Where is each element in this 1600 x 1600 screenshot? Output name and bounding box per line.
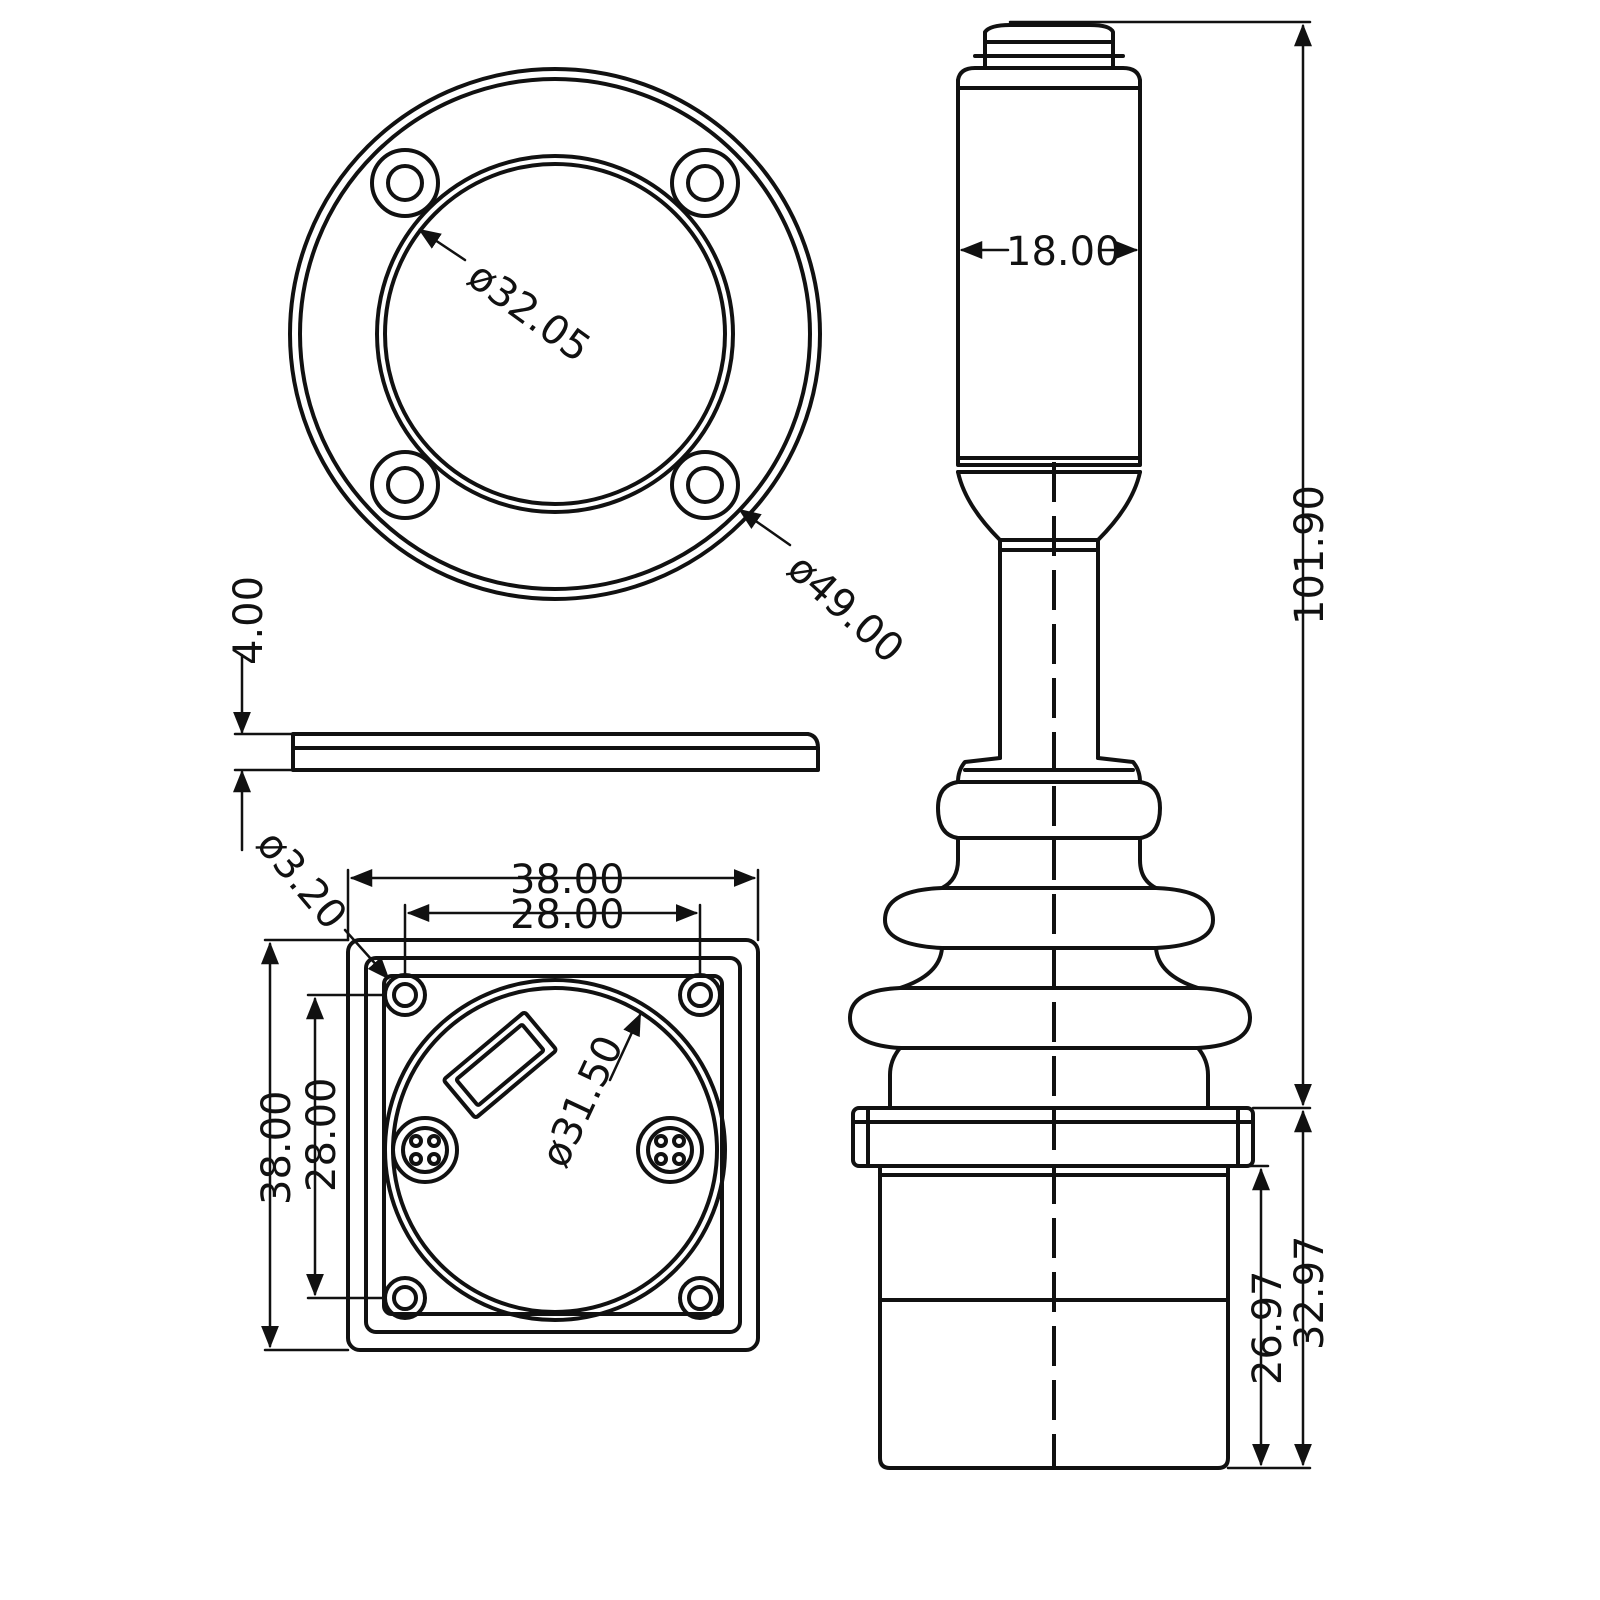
dim-flange-outer-dia: ø49.00 xyxy=(778,545,912,672)
dim-flange-inner-dia: ø32.05 xyxy=(459,253,598,372)
screw-head xyxy=(391,1116,459,1184)
dim-base-height-outer: 38.00 xyxy=(254,1090,300,1205)
dim-base-height-inner: 28.00 xyxy=(299,1077,345,1192)
dim-handle-width: 18.00 xyxy=(1006,229,1121,275)
plate-side-view: 4.00 xyxy=(226,576,820,852)
base-mounting-hole xyxy=(678,1276,722,1320)
flange-mounting-hole xyxy=(370,148,440,218)
dim-base-circle-dia: ø31.50 xyxy=(532,1029,632,1174)
flange-mounting-hole xyxy=(370,450,440,520)
dim-body-height-lower: 26.97 xyxy=(1245,1270,1291,1385)
screw-head xyxy=(636,1116,704,1184)
dim-total-height: 101.90 xyxy=(1287,485,1333,625)
flange-top-view: ø32.05 ø49.00 xyxy=(288,67,912,672)
joystick-side-view: 18.00 101.90 26.97 32.97 xyxy=(848,20,1333,1470)
dim-base-width-outer: 38.00 xyxy=(510,857,625,903)
base-mounting-hole xyxy=(678,973,722,1017)
dim-body-height-upper: 32.97 xyxy=(1287,1235,1333,1350)
connector-slot xyxy=(442,1011,558,1119)
flange-mounting-hole xyxy=(670,148,740,218)
dim-base-width-inner: 28.00 xyxy=(510,892,625,938)
flange-mounting-hole xyxy=(670,450,740,520)
dim-hole-dia: ø3.20 xyxy=(247,822,355,939)
base-bottom-view: 38.00 28.00 38.00 28.00 ø3.20 ø31.50 xyxy=(247,822,760,1352)
dim-plate-thickness: 4.00 xyxy=(226,576,272,665)
base-mounting-hole xyxy=(383,973,427,1017)
